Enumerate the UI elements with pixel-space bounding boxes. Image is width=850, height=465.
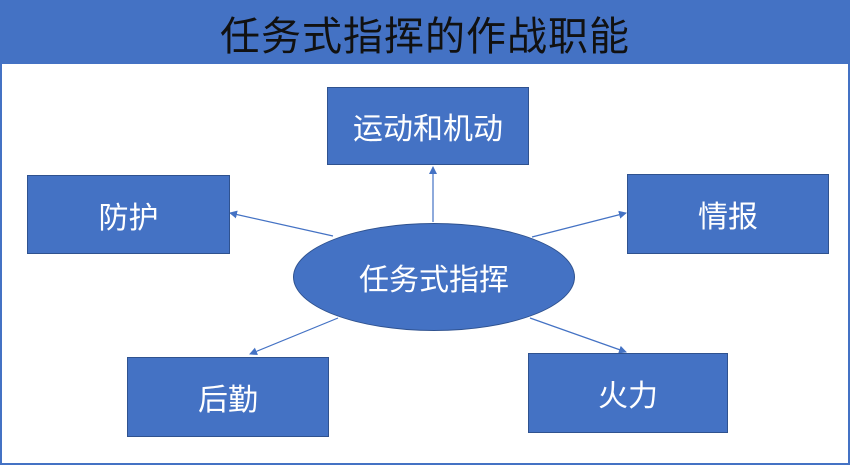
node-fires-label: 火力 (598, 379, 658, 414)
arrow-to-intelligence (531, 210, 627, 238)
node-protection: 防护 (27, 175, 230, 254)
diagram-title: 任务式指挥的作战职能 (220, 14, 630, 60)
node-movement-and-maneuver: 运动和机动 (327, 87, 529, 165)
node-protection-label: 防护 (98, 200, 159, 236)
arrow-to-sustainment (249, 317, 339, 356)
center-node-label: 任务式指挥 (359, 263, 509, 298)
node-movement-label: 运动和机动 (353, 112, 503, 147)
node-sustainment: 后勤 (127, 357, 329, 437)
arrow-to-protection (229, 210, 334, 237)
node-sustainment-label: 后勤 (198, 383, 258, 418)
node-intelligence-label: 情报 (698, 200, 758, 235)
center-node-mission-command: 任务式指挥 (293, 223, 575, 331)
title-bar: 任务式指挥的作战职能 (2, 2, 848, 64)
node-intelligence: 情报 (627, 174, 829, 254)
arrow-to-fires (529, 317, 627, 354)
node-fires: 火力 (528, 353, 728, 433)
